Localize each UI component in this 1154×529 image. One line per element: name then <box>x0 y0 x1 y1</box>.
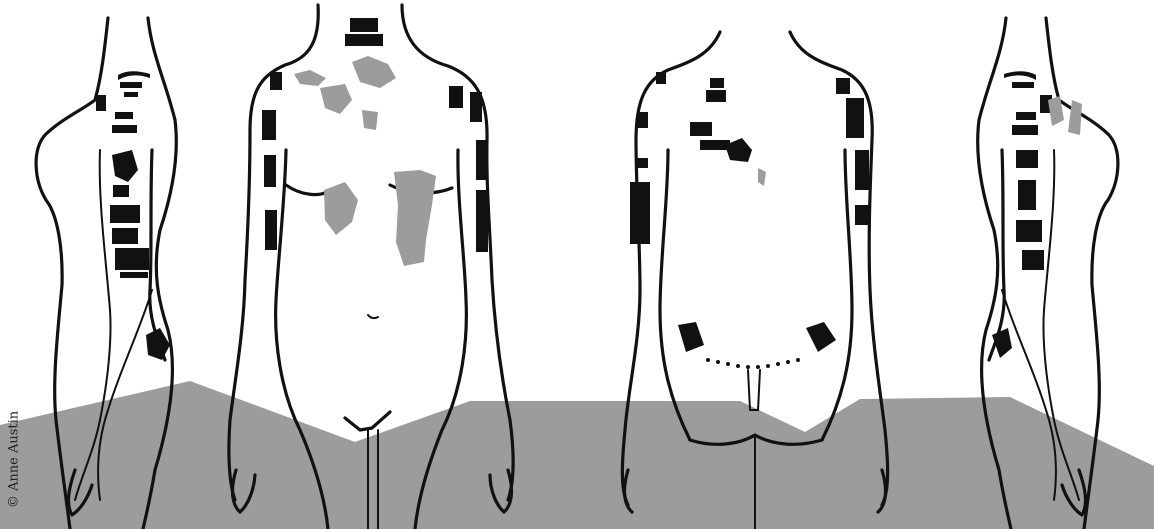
ground-band <box>0 381 1154 529</box>
damaged-skin-front <box>294 56 436 266</box>
damaged-skin-back <box>758 168 766 186</box>
tattoo-neck-front <box>345 18 383 46</box>
tattoo-arms-front <box>262 72 488 252</box>
tattoo-arm-left-side <box>96 71 170 360</box>
tattoo-dotted-belt <box>706 358 800 369</box>
photo-credit: © Anne Austin <box>7 400 22 520</box>
damaged-skin-right-side <box>1048 96 1082 135</box>
